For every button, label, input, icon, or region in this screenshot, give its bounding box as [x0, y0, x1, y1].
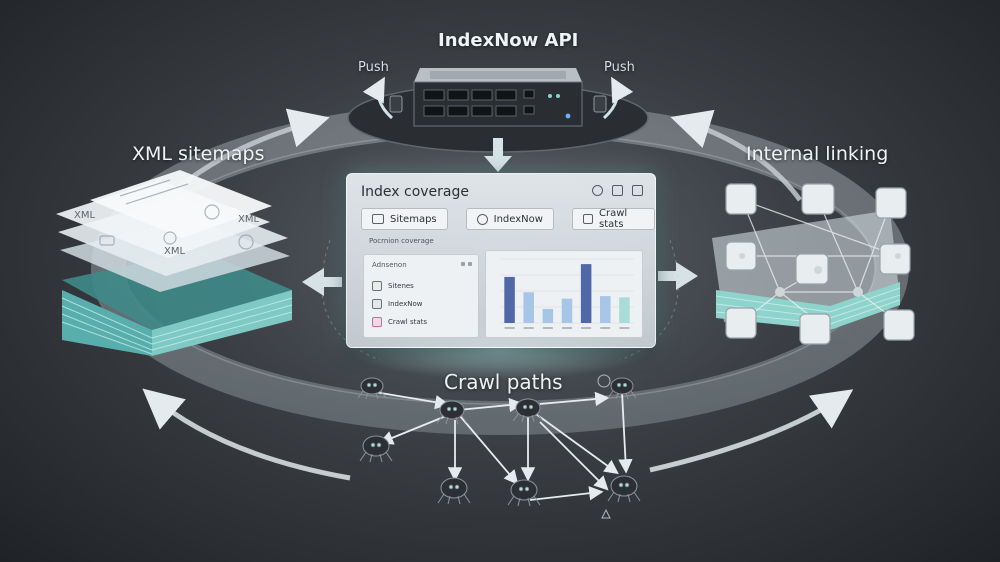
crawl-bot-icon: [507, 479, 541, 507]
panel-tabs: Sitemaps IndexNow Crawl stats: [361, 208, 655, 230]
chart-bar[interactable]: [619, 297, 630, 323]
xml-sheet-label: XML: [238, 214, 260, 225]
panel-controls: [592, 185, 643, 196]
chart-tick-label: [523, 327, 534, 329]
arrow-server-to-panel: [484, 156, 512, 172]
crawl-bot-icon: [607, 475, 641, 503]
tab-indexnow[interactable]: IndexNow: [465, 208, 554, 230]
coverage-sub-label: Pocrnion coverage: [369, 237, 434, 245]
tab-label: IndexNow: [493, 213, 543, 225]
crawl-bot-icon: [357, 377, 387, 400]
crawl-bot-icon: [512, 398, 544, 423]
panel-title: Index coverage: [361, 184, 469, 200]
list-item-label: Sitenes: [388, 282, 414, 290]
chart-tick-label: [504, 327, 515, 329]
expand-icon[interactable]: [632, 185, 643, 196]
chart-tick-label: [542, 327, 553, 329]
list-item[interactable]: IndexNow: [372, 299, 423, 309]
tab-label: Crawl stats: [599, 208, 628, 230]
ring-arrow-top-right: [670, 109, 803, 202]
chart-bar[interactable]: [600, 296, 611, 323]
push-label-left: Push: [358, 60, 389, 75]
source-list-card: Adnsenon Sitenes IndexNow Crawl stats: [363, 254, 479, 338]
list-item-label: Crawl stats: [388, 318, 428, 326]
chart-bar[interactable]: [523, 292, 534, 323]
settings-icon[interactable]: [612, 185, 623, 196]
ring-arrow-bottom-left: [142, 388, 351, 481]
sitemap-icon: [372, 214, 384, 224]
tab-crawl-stats[interactable]: Crawl stats: [571, 208, 655, 230]
list-item[interactable]: Crawl stats: [372, 317, 427, 327]
coverage-chart-card: [485, 250, 643, 338]
refresh-icon[interactable]: [592, 185, 603, 196]
indexnow-icon: [372, 299, 382, 309]
chart-tick-label: [562, 327, 572, 329]
index-coverage-panel: Index coverage Sitemaps IndexNow Crawl s…: [346, 173, 656, 348]
list-item-label: IndexNow: [388, 300, 423, 308]
crawl-paths-title: Crawl paths: [444, 370, 563, 394]
crawl-bot-icon: [359, 435, 393, 463]
crawl-stats-icon: [582, 214, 594, 224]
xml-sitemap-stack: [56, 170, 293, 356]
list-menu-icon[interactable]: [461, 262, 472, 266]
chart-tick-label: [581, 327, 592, 329]
chart-bar[interactable]: [561, 298, 573, 323]
chart-tick-label: [600, 327, 611, 329]
push-arrow-left: [362, 76, 394, 120]
crawl-bot-icon: [437, 477, 471, 505]
internal-linking-stack: [712, 183, 915, 345]
arrow-panel-to-linking: [676, 262, 698, 290]
xml-sitemaps-title: XML sitemaps: [132, 143, 265, 165]
list-item[interactable]: Sitenes: [372, 281, 414, 291]
list-header: Adnsenon: [372, 261, 407, 269]
tab-sitemaps[interactable]: Sitemaps: [361, 208, 448, 230]
crawl-path-links: [374, 391, 633, 501]
tab-label: Sitemaps: [390, 213, 437, 225]
crawl-bot-icon: [436, 400, 468, 425]
xml-sheet-label: XML: [164, 246, 186, 257]
ring-arrow-bottom-right: [649, 389, 854, 473]
chart-tick-label: [619, 327, 630, 329]
xml-sheet-label: XML: [74, 210, 96, 221]
indexnow-api-title: IndexNow API: [438, 30, 579, 51]
indexnow-icon: [476, 213, 488, 225]
crawl-stats-icon: [372, 317, 382, 327]
chart-bar[interactable]: [580, 264, 592, 323]
coverage-bar-chart: [500, 258, 634, 329]
push-label-right: Push: [604, 60, 635, 75]
arrow-panel-to-sitemaps: [302, 268, 324, 296]
push-arrow-right: [602, 76, 634, 120]
sitemap-icon: [372, 281, 382, 291]
crawl-bot-icon: [607, 377, 637, 400]
chart-bar[interactable]: [504, 276, 515, 323]
internal-linking-title: Internal linking: [746, 143, 889, 165]
indexnow-server: [413, 68, 583, 127]
chart-bar[interactable]: [542, 308, 554, 323]
